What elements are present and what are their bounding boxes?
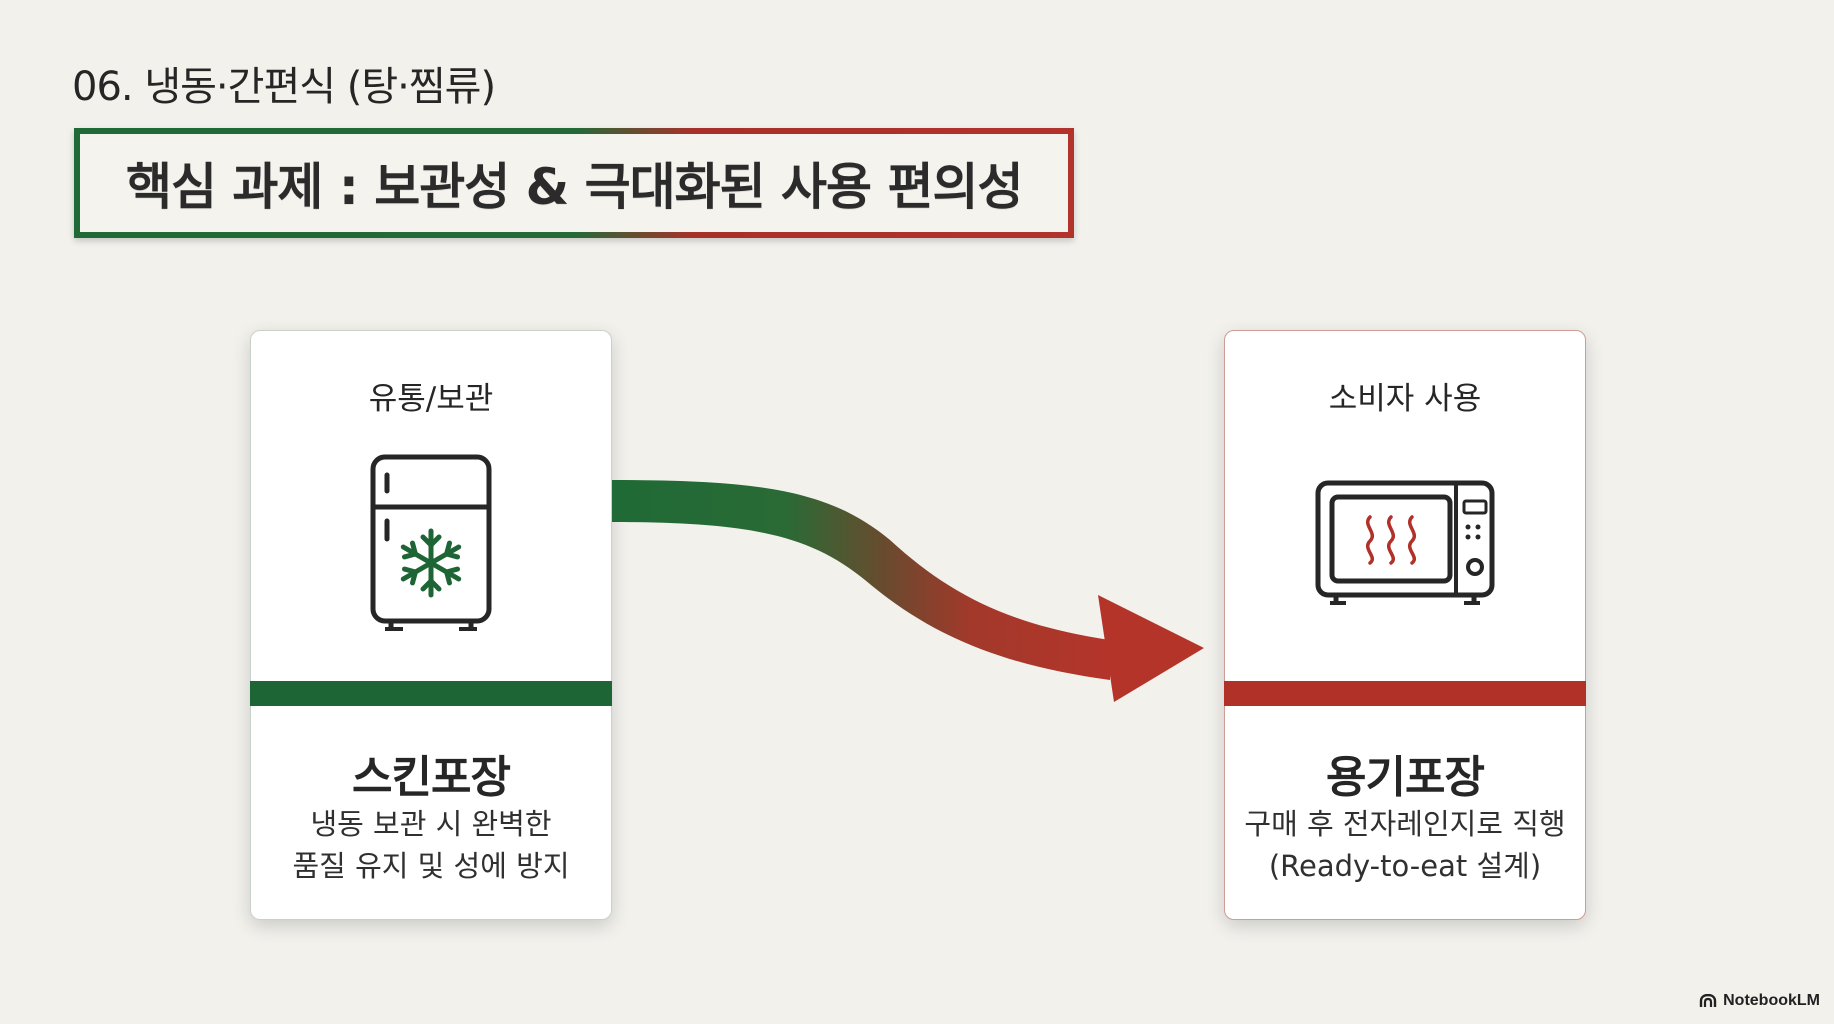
card-desc-line: 구매 후 전자레인지로 직행 xyxy=(1244,807,1566,841)
card-desc-line: (Ready-to-eat 설계) xyxy=(1268,849,1542,883)
card-title: 용기포장 xyxy=(1326,752,1485,803)
card-description: 냉동 보관 시 완벽한 품질 유지 및 성에 방지 xyxy=(251,803,611,887)
card-consumer-use: 소비자 사용 xyxy=(1224,330,1586,920)
card-top-label: 유통/보관 xyxy=(368,381,494,417)
card-storage: 유통/보관 xyxy=(250,330,612,920)
card-description: 구매 후 전자레인지로 직행 (Ready-to-eat 설계) xyxy=(1225,803,1585,887)
card-title: 스킨포장 xyxy=(352,752,511,803)
fridge-snowflake-icon xyxy=(251,451,611,639)
card-accent-bar xyxy=(250,681,612,706)
headline-inner: 핵심 과제 : 보관성 & 극대화된 사용 편의성 xyxy=(80,134,1068,232)
card-top-label: 소비자 사용 xyxy=(1328,381,1482,417)
card-desc-line: 냉동 보관 시 완벽한 xyxy=(310,807,552,841)
flow-arrow-icon xyxy=(610,470,1210,720)
card-desc-line: 품질 유지 및 성에 방지 xyxy=(292,849,570,883)
brand-watermark: NotebookLM xyxy=(1699,992,1820,1010)
notebooklm-logo-icon xyxy=(1699,994,1717,1007)
brand-name: NotebookLM xyxy=(1723,992,1820,1009)
card-accent-bar xyxy=(1224,681,1586,706)
microwave-icon xyxy=(1225,479,1585,613)
headline-box: 핵심 과제 : 보관성 & 극대화된 사용 편의성 xyxy=(74,128,1074,238)
headline-text: 핵심 과제 : 보관성 & 극대화된 사용 편의성 xyxy=(126,158,1023,216)
section-label: 06. 냉동·간편식 (탕·찜류) xyxy=(72,64,496,110)
